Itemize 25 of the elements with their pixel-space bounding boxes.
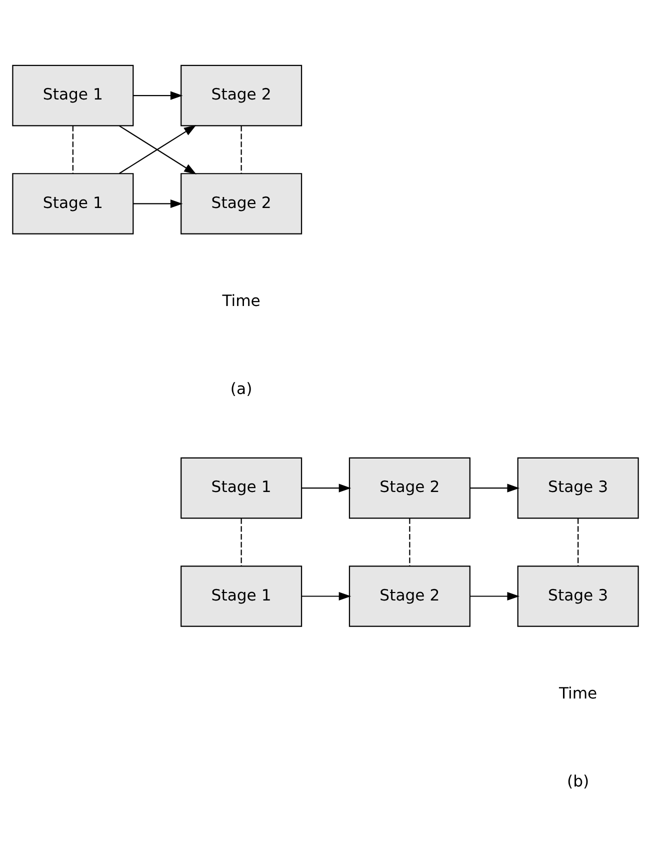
connector <box>578 518 579 566</box>
label: Time <box>222 291 260 310</box>
arrow <box>470 483 520 492</box>
connector <box>409 518 410 566</box>
node-box: Stage 2 <box>180 172 302 234</box>
label: (a) <box>230 380 252 398</box>
node-box: Stage 1 <box>12 172 134 234</box>
connector <box>72 125 74 173</box>
node-box: Stage 1 <box>180 565 302 626</box>
node-box: Stage 2 <box>348 456 470 518</box>
arrow <box>302 591 352 600</box>
label: Time <box>558 684 598 702</box>
node-box: Stage 2 <box>180 64 302 126</box>
arrow <box>133 198 183 208</box>
arrow <box>133 90 183 100</box>
arrow <box>470 591 520 600</box>
label: (b) <box>567 772 590 790</box>
node-box: Stage 3 <box>517 565 639 626</box>
connector <box>240 125 242 173</box>
node-box: Stage 1 <box>180 456 302 518</box>
node-box: Stage 3 <box>517 456 639 518</box>
arrow <box>302 483 352 492</box>
connector <box>240 518 242 566</box>
node-box: Stage 2 <box>348 565 470 626</box>
node-box: Stage 1 <box>12 64 134 126</box>
